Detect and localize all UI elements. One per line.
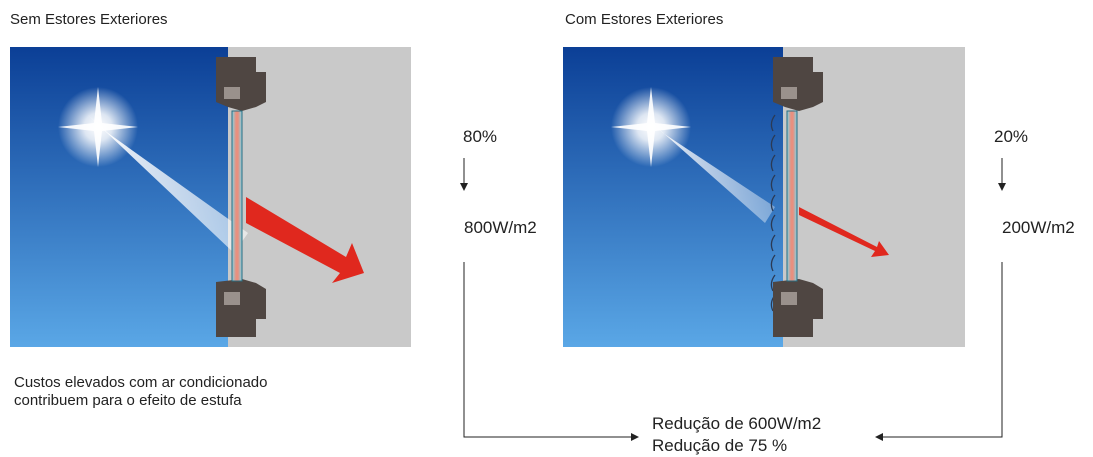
heat-arrow: [799, 207, 889, 257]
right-panel-title: Com Estores Exteriores: [565, 11, 724, 28]
sun-star-icon: [58, 87, 138, 167]
exterior-shade-slats: [770, 114, 776, 312]
left-connector-arrow: [463, 262, 639, 441]
result-line-1: Redução de 600W/m2: [652, 414, 822, 433]
window-with-shades-illustration: [563, 47, 965, 347]
window-glass: [786, 110, 798, 282]
note-line-2: contribuem para o efeito de estufa: [14, 392, 242, 409]
note-line-1: Custos elevados com ar condicionado: [14, 374, 268, 391]
heat-arrow: [246, 197, 364, 283]
sun-star-icon: [611, 87, 691, 167]
left-percent: 80%: [463, 127, 498, 146]
left-power: 800W/m2: [464, 218, 537, 237]
right-connector-arrow: [875, 262, 1003, 441]
left-panel-title: Sem Estores Exteriores: [10, 11, 168, 28]
right-power: 200W/m2: [1002, 218, 1075, 237]
window-without-shades-illustration: [10, 47, 411, 347]
window-glass: [231, 110, 243, 282]
right-percent: 20%: [994, 127, 1029, 146]
result-line-2: Redução de 75 %: [652, 436, 788, 455]
